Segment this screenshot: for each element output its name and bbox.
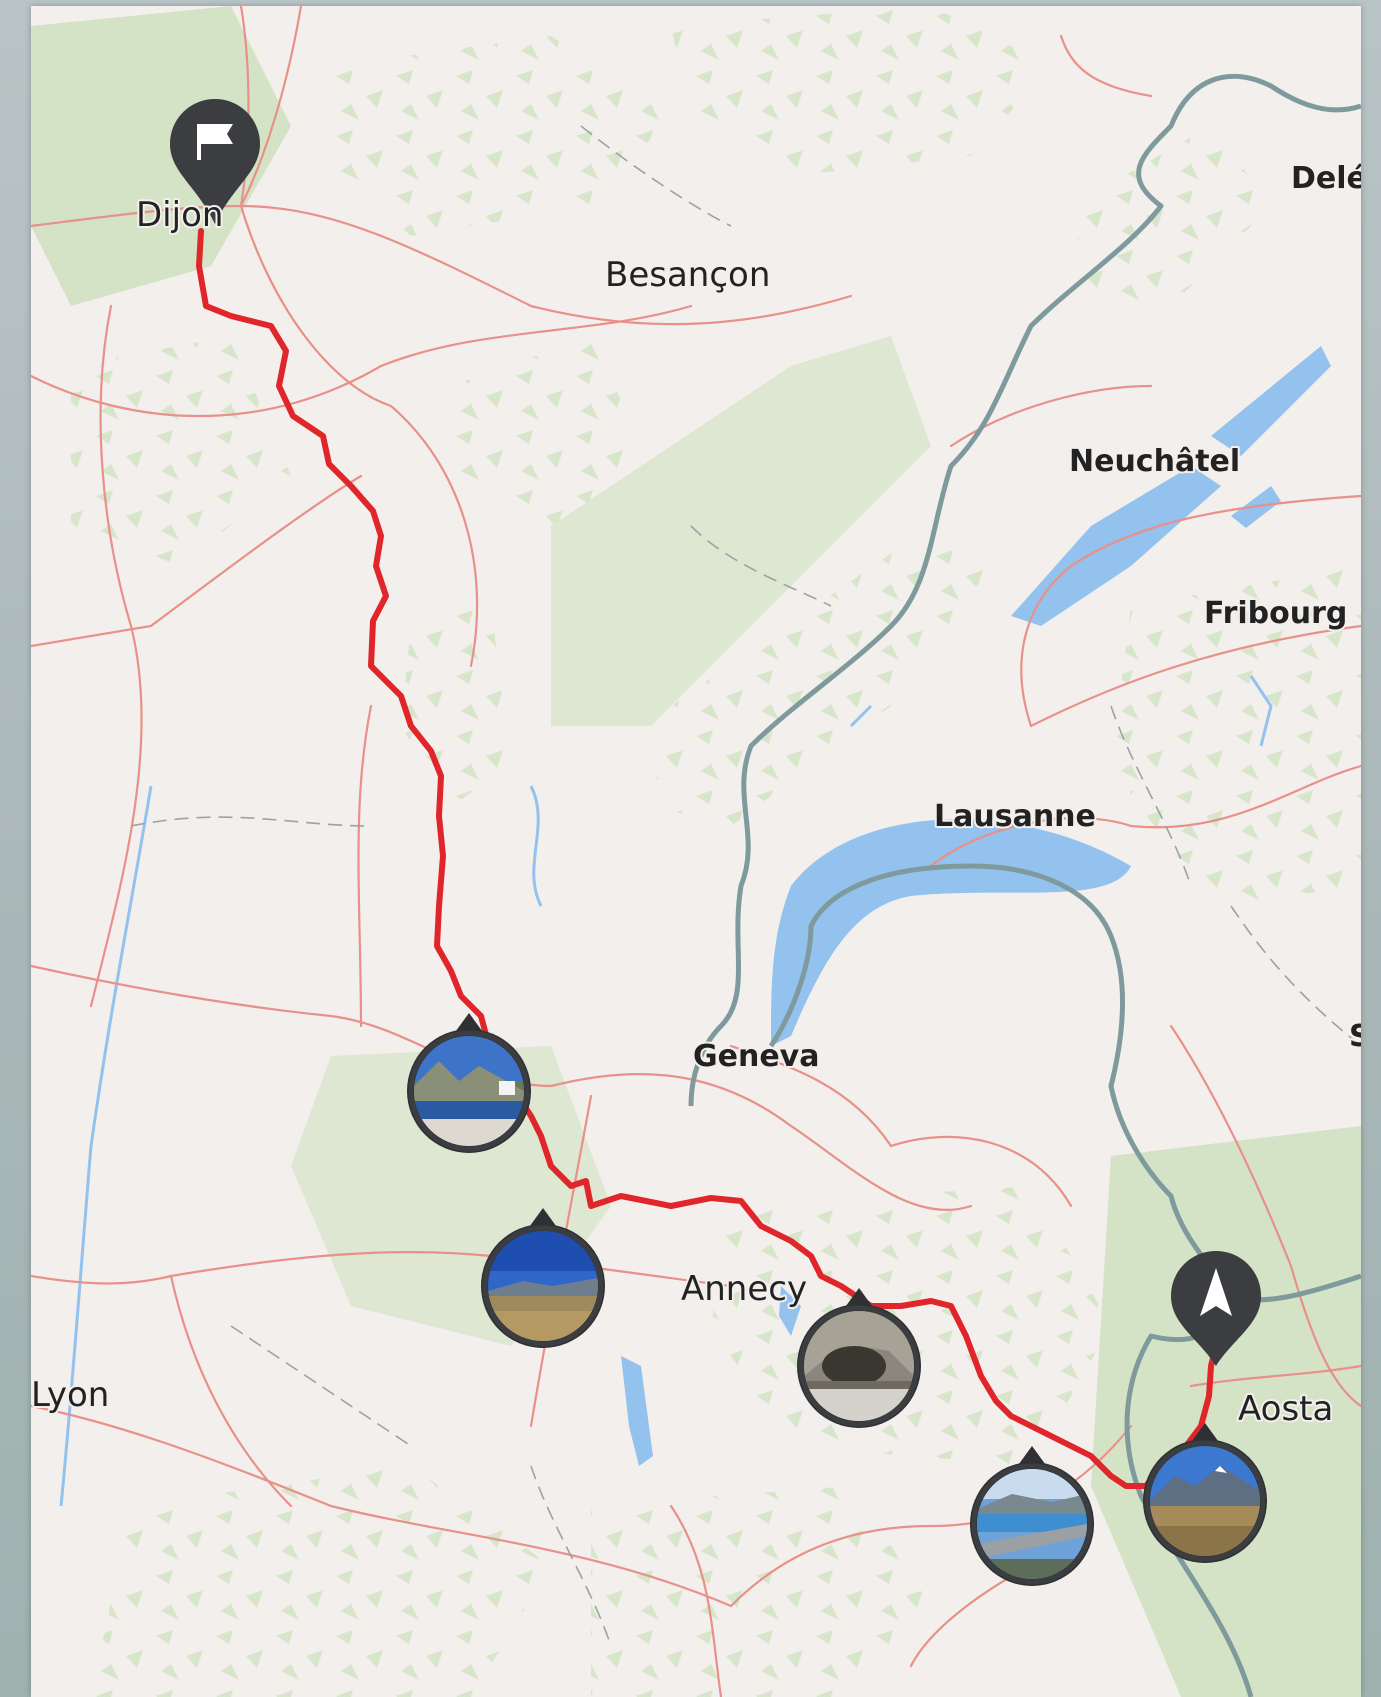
- lake-biel: [1211, 346, 1331, 456]
- photo-thumbnail-alpine-valley: [1150, 1446, 1260, 1556]
- city-labels: Dijon Besançon Delé Neuchâtel Fribourg L…: [31, 159, 1361, 1431]
- photo-marker[interactable]: [481, 1208, 605, 1348]
- city-label-dijon: Dijon: [136, 195, 223, 235]
- photo-marker-tip: [1189, 1423, 1221, 1445]
- photo-marker-tip: [843, 1288, 875, 1310]
- city-label-annecy: Annecy: [681, 1269, 807, 1309]
- city-label-geneva: Geneva: [693, 1039, 819, 1074]
- city-label-neuchatel: Neuchâtel: [1069, 444, 1240, 479]
- photo-marker[interactable]: [407, 1013, 531, 1153]
- photo-thumbnail-grassland: [488, 1231, 598, 1341]
- navigation-arrow-icon: [1200, 1268, 1232, 1316]
- start-marker-pin: [170, 99, 260, 224]
- map-view[interactable]: Dijon Besançon Delé Neuchâtel Fribourg L…: [31, 6, 1361, 1697]
- lake-annecy: [779, 1286, 801, 1336]
- city-label-besancon: Besançon: [605, 255, 770, 295]
- city-label-sion: S: [1349, 1019, 1361, 1054]
- lake-neuchatel: [1011, 466, 1221, 626]
- end-marker[interactable]: [1171, 1251, 1261, 1366]
- photo-marker[interactable]: [970, 1446, 1094, 1586]
- city-label-lausanne: Lausanne: [934, 799, 1096, 834]
- route-track: [196, 228, 1219, 1489]
- minor-roads: [130, 125, 1361, 1647]
- map-canvas[interactable]: Dijon Besançon Delé Neuchâtel Fribourg L…: [31, 6, 1361, 1697]
- photo-marker-tip: [453, 1013, 485, 1035]
- photo-marker-tip: [527, 1208, 559, 1230]
- rivers: [59, 675, 1273, 1507]
- lake-bourget: [621, 1356, 653, 1466]
- photo-marker[interactable]: [797, 1288, 921, 1428]
- start-marker[interactable]: [170, 99, 260, 224]
- city-label-fribourg: Fribourg: [1204, 596, 1347, 631]
- city-label-delemont: Delé: [1291, 161, 1361, 196]
- city-label-lyon: Lyon: [31, 1375, 109, 1415]
- flag-icon: [197, 124, 233, 160]
- end-marker-pin: [1171, 1251, 1261, 1366]
- photo-marker-tip: [1016, 1446, 1048, 1468]
- photo-marker[interactable]: [1143, 1423, 1267, 1563]
- city-label-aosta: Aosta: [1238, 1389, 1333, 1429]
- road-network: [31, 6, 1361, 1697]
